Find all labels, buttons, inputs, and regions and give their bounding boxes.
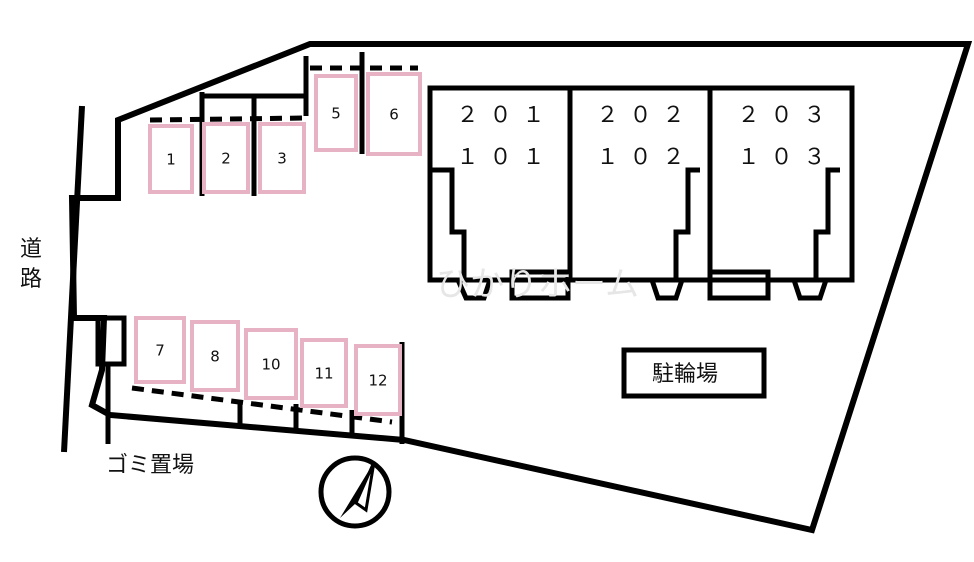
road-label-top: 道 <box>20 237 42 262</box>
unit-number-upper: ２０１ <box>456 103 555 128</box>
unit-number-lower: １０２ <box>596 145 695 170</box>
bike-parking-label: 駐輪場 <box>652 362 718 387</box>
parking-spot-label: 8 <box>210 348 220 366</box>
parking-spot-label: 3 <box>277 150 287 168</box>
north-arrow-icon <box>318 455 392 529</box>
garbage-area <box>95 315 127 367</box>
parking-spot-label: 11 <box>314 365 333 383</box>
parking-spot-7 <box>134 316 186 384</box>
unit-number-lower: １０３ <box>737 145 836 170</box>
parking-spot-label: 6 <box>389 106 399 124</box>
parking-spot-label: 10 <box>261 356 280 374</box>
parking-spot-2 <box>202 122 250 194</box>
parking-spot-label: 1 <box>166 151 176 169</box>
watermark: ひかりホーム <box>436 265 639 305</box>
bike-parking-box <box>621 347 767 399</box>
building <box>427 85 855 301</box>
parking-spot-label: 7 <box>155 342 165 360</box>
unit-number-upper: ２０２ <box>596 103 695 128</box>
parking-spot-label: 5 <box>331 105 341 123</box>
parking-spot-8 <box>190 320 240 392</box>
unit-number-upper: ２０３ <box>737 103 836 128</box>
unit-number-lower: １０１ <box>456 145 555 170</box>
parking-spot-3 <box>258 122 306 194</box>
parking-spot-1 <box>148 124 194 194</box>
parking-spot-12 <box>354 344 402 416</box>
parking-spot-6 <box>366 72 422 156</box>
lower-dashed-line <box>131 385 393 425</box>
lot-boundary <box>68 41 973 534</box>
road-edge-line <box>61 105 85 453</box>
upper-dashed-lines <box>149 65 418 123</box>
garbage-label: ゴミ置場 <box>106 453 194 478</box>
parking-spot-label: 2 <box>221 150 231 168</box>
parking-spot-label: 12 <box>368 372 387 390</box>
parking-spot-11 <box>300 338 348 408</box>
parking-spot-5 <box>314 74 358 152</box>
road-label-bottom: 路 <box>20 267 42 292</box>
parking-spot-10 <box>244 328 298 400</box>
